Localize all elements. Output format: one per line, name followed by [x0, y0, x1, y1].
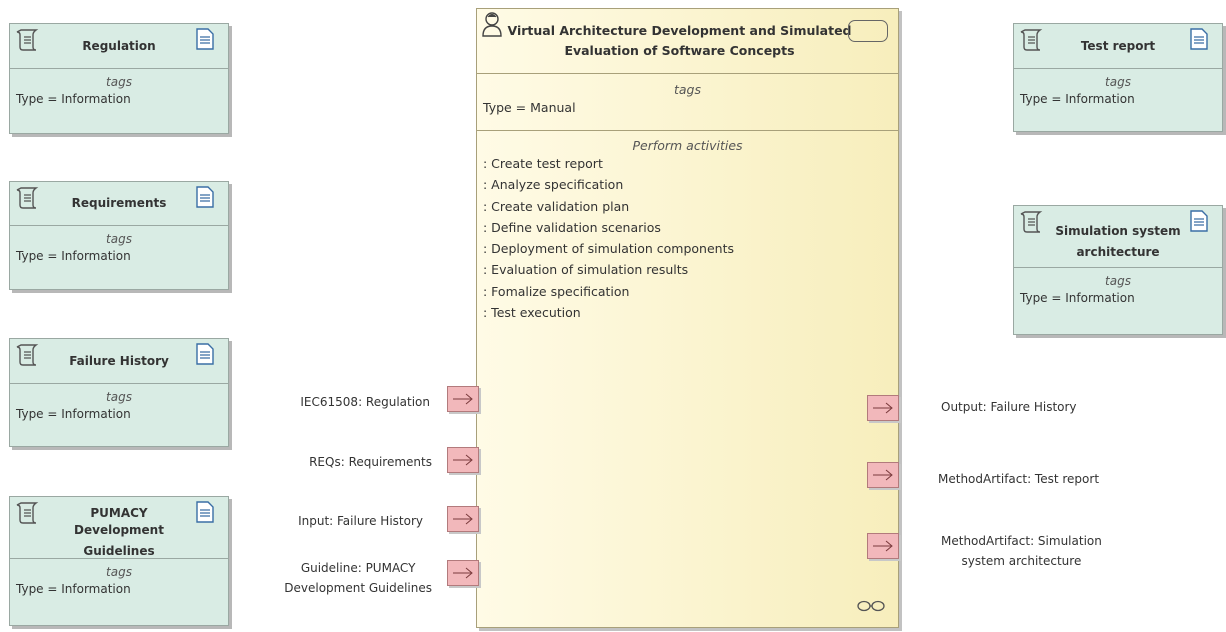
- type-value: Type = Information: [16, 92, 131, 106]
- type-value: Type = Manual: [483, 100, 576, 115]
- output-pin-simulation-architecture[interactable]: [867, 533, 899, 559]
- arrow-right-icon: [453, 513, 473, 525]
- operation-item: : Evaluation of simulation results: [483, 262, 689, 278]
- type-value: Type = Information: [16, 582, 131, 596]
- scroll-icon: [16, 29, 39, 51]
- input-pin-regulation[interactable]: [447, 386, 479, 412]
- artifact-title: Failure History: [69, 353, 169, 368]
- artifact-title: Requirements: [71, 196, 167, 210]
- operation-item: : Deployment of simulation components: [483, 241, 735, 257]
- artifact-requirements[interactable]: Requirements tags Type = Information: [9, 181, 229, 290]
- arrow-right-icon: [873, 469, 893, 481]
- artifact-title-line2: Guidelines: [83, 544, 155, 558]
- type-value: Type = Information: [1020, 291, 1135, 305]
- output-pin-label: MethodArtifact: Test report: [938, 472, 1100, 486]
- output-pin-label-line2: system architecture: [961, 554, 1082, 568]
- input-pin-label: IEC61508: Regulation: [300, 395, 430, 409]
- activity-title-line1: Virtual Architecture Development and Sim…: [507, 23, 852, 38]
- artifact-pumacy-guidelines[interactable]: PUMACY Development Guidelines tags Type …: [9, 496, 229, 626]
- arrow-right-icon: [453, 454, 473, 466]
- tags-header: tags: [106, 390, 132, 404]
- tags-header: tags: [106, 75, 132, 89]
- artifact-title: Regulation: [82, 38, 156, 53]
- document-icon: [196, 343, 214, 365]
- output-pin-label: Output: Failure History: [941, 400, 1077, 414]
- document-icon: [1190, 210, 1208, 232]
- artifact-regulation[interactable]: Regulation tags Type = Information: [9, 23, 229, 134]
- scroll-icon: [16, 344, 39, 366]
- document-icon: [196, 186, 214, 208]
- artifact-title-line2: architecture: [1076, 244, 1160, 259]
- tags-header: tags: [1105, 274, 1131, 288]
- input-pin-label: Guideline: PUMACY Development Guidelines: [284, 558, 432, 598]
- arrow-right-icon: [873, 540, 893, 552]
- type-value: Type = Information: [1020, 92, 1135, 106]
- artifact-failure-history[interactable]: Failure History tags Type = Information: [9, 338, 229, 447]
- tags-header: tags: [106, 232, 132, 246]
- operations-header: Perform activities: [632, 138, 743, 153]
- output-pin-label: MethodArtifact: Simulation system archit…: [941, 531, 1102, 571]
- output-pin-label-line1: MethodArtifact: Simulation: [941, 534, 1102, 548]
- activity-operations: Perform activities : Create test report …: [477, 131, 898, 323]
- artifact-title: Test report: [1080, 38, 1156, 53]
- person-icon: [482, 12, 502, 37]
- operation-item: : Fomalize specification: [483, 283, 630, 299]
- output-pin-failure-history[interactable]: [867, 395, 899, 421]
- document-icon: [1190, 28, 1208, 50]
- scroll-icon: [1020, 211, 1043, 233]
- input-pin-label: REQs: Requirements: [309, 455, 432, 469]
- artifact-title-line1: Simulation system: [1055, 223, 1181, 238]
- input-pin-failure-history[interactable]: [447, 506, 479, 532]
- activity-block[interactable]: Virtual Architecture Development and Sim…: [476, 8, 899, 628]
- artifact-test-report[interactable]: Test report tags Type = Information: [1013, 23, 1223, 132]
- operation-item: : Define validation scenarios: [483, 219, 661, 235]
- artifact-simulation-architecture[interactable]: Simulation system architecture tags Type…: [1013, 205, 1223, 335]
- arrow-right-icon: [453, 567, 473, 579]
- link-icon: [857, 600, 885, 612]
- arrow-right-icon: [453, 393, 473, 405]
- tags-header: tags: [1105, 75, 1131, 89]
- operation-item: : Test execution: [483, 305, 581, 321]
- scroll-icon: [16, 502, 39, 524]
- activity-tags-section: tags Type = Manual: [477, 74, 898, 131]
- input-pin-guideline[interactable]: [447, 560, 479, 586]
- scroll-icon: [16, 187, 39, 209]
- input-pin-label-line2: Development Guidelines: [284, 581, 432, 595]
- output-pin-test-report[interactable]: [867, 462, 899, 488]
- operation-item: : Analyze specification: [483, 177, 624, 193]
- operation-item: : Create validation plan: [483, 198, 630, 214]
- tags-header: tags: [106, 565, 132, 579]
- rounded-rectangle-icon: [848, 20, 888, 42]
- activity-title-line2: Evaluation of Software Concepts: [564, 43, 795, 58]
- artifact-title-line1: PUMACY Development: [74, 506, 164, 537]
- input-pin-label: Input: Failure History: [298, 514, 423, 528]
- arrow-right-icon: [873, 402, 893, 414]
- type-value: Type = Information: [16, 249, 131, 263]
- type-value: Type = Information: [16, 407, 131, 421]
- operation-item: : Create test report: [483, 156, 603, 171]
- input-pin-requirements[interactable]: [447, 447, 479, 473]
- document-icon: [196, 28, 214, 50]
- tags-header: tags: [673, 82, 701, 97]
- input-pin-label-line1: Guideline: PUMACY: [300, 561, 416, 575]
- document-icon: [196, 501, 214, 523]
- activity-title: Virtual Architecture Development and Sim…: [477, 9, 898, 74]
- scroll-icon: [1020, 29, 1043, 51]
